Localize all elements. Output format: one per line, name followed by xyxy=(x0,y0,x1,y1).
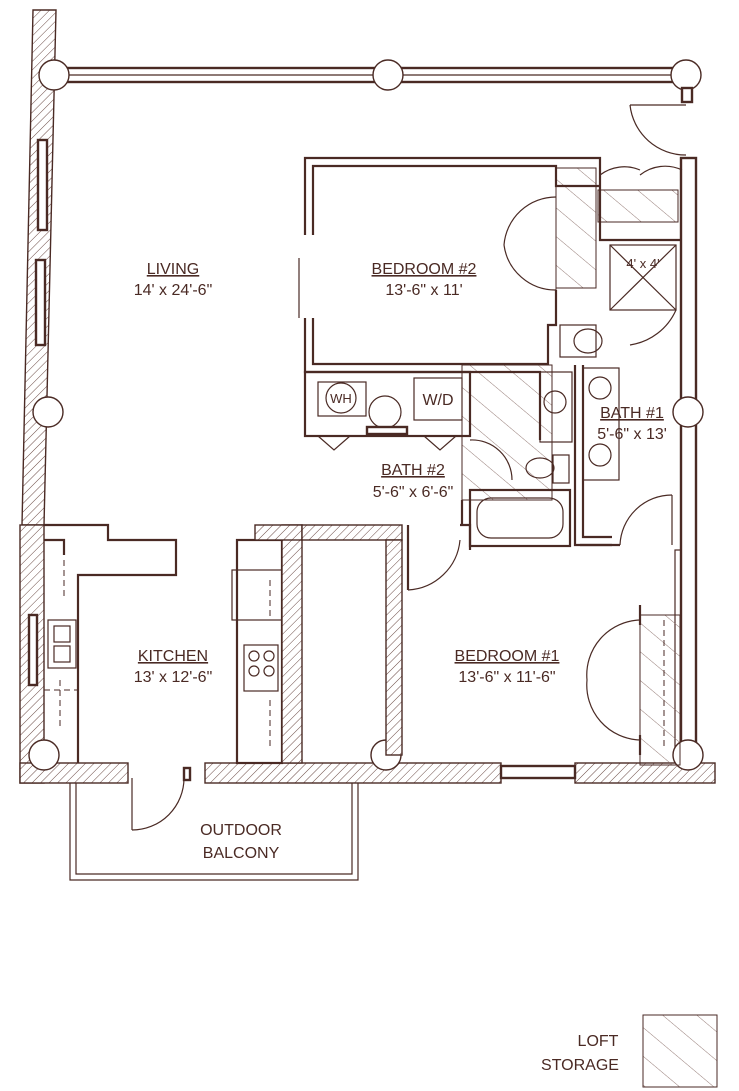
bedroom2-size: 13'-6" x 11' xyxy=(385,282,462,299)
entry-door xyxy=(629,86,694,156)
kitchen-sink xyxy=(47,619,77,669)
exterior-walls xyxy=(19,9,716,784)
column xyxy=(28,739,60,771)
water-heater-label: WH xyxy=(330,391,352,406)
bath2 xyxy=(460,370,573,548)
washer-dryer-label: W/D xyxy=(422,392,453,409)
east-wall xyxy=(679,156,698,768)
kitchen-size: 13' x 12'-6" xyxy=(134,669,213,686)
water-heater xyxy=(325,382,357,414)
column xyxy=(372,59,404,91)
columns xyxy=(28,59,704,771)
loft-storage-areas xyxy=(461,167,681,766)
west-window xyxy=(34,258,47,347)
shower-size-label: 4' x 4' xyxy=(626,256,659,271)
column xyxy=(32,396,64,428)
stove xyxy=(243,644,279,692)
kitchen-label: KITCHEN xyxy=(138,648,208,665)
bedroom2-label: BEDROOM #2 xyxy=(372,261,477,278)
utility-area: WH W/D xyxy=(303,370,472,451)
bath1-size: 5'-6" x 13' xyxy=(597,426,667,443)
column xyxy=(670,59,702,91)
kitchen-window xyxy=(27,613,39,687)
balcony-label-line1: OUTDOOR xyxy=(200,822,282,839)
bath1-label: BATH #1 xyxy=(600,405,664,422)
living-size: 14' x 24'-6" xyxy=(134,282,213,299)
column xyxy=(38,59,70,91)
living-label: LIVING xyxy=(147,261,199,278)
south-window xyxy=(499,764,577,780)
legend: LOFT STORAGE xyxy=(541,1014,718,1088)
bath2-label: BATH #2 xyxy=(381,462,445,479)
legend-label-line1: LOFT xyxy=(578,1033,619,1050)
legend-swatch xyxy=(642,1014,718,1088)
column xyxy=(672,396,704,428)
kitchen xyxy=(44,523,303,831)
legend-label-line2: STORAGE xyxy=(541,1057,619,1074)
west-window xyxy=(36,138,49,232)
bedroom1-label: BEDROOM #1 xyxy=(455,648,560,665)
balcony-label-line2: BALCONY xyxy=(203,845,280,862)
balcony xyxy=(69,783,359,881)
bedroom1 xyxy=(301,523,665,756)
bedroom1-size: 13'-6" x 11'-6" xyxy=(458,669,555,686)
room-labels: LIVING 14' x 24'-6" BEDROOM #2 13'-6" x … xyxy=(134,256,667,862)
south-wall xyxy=(204,762,502,784)
bath2-size: 5'-6" x 6'-6" xyxy=(373,484,454,501)
